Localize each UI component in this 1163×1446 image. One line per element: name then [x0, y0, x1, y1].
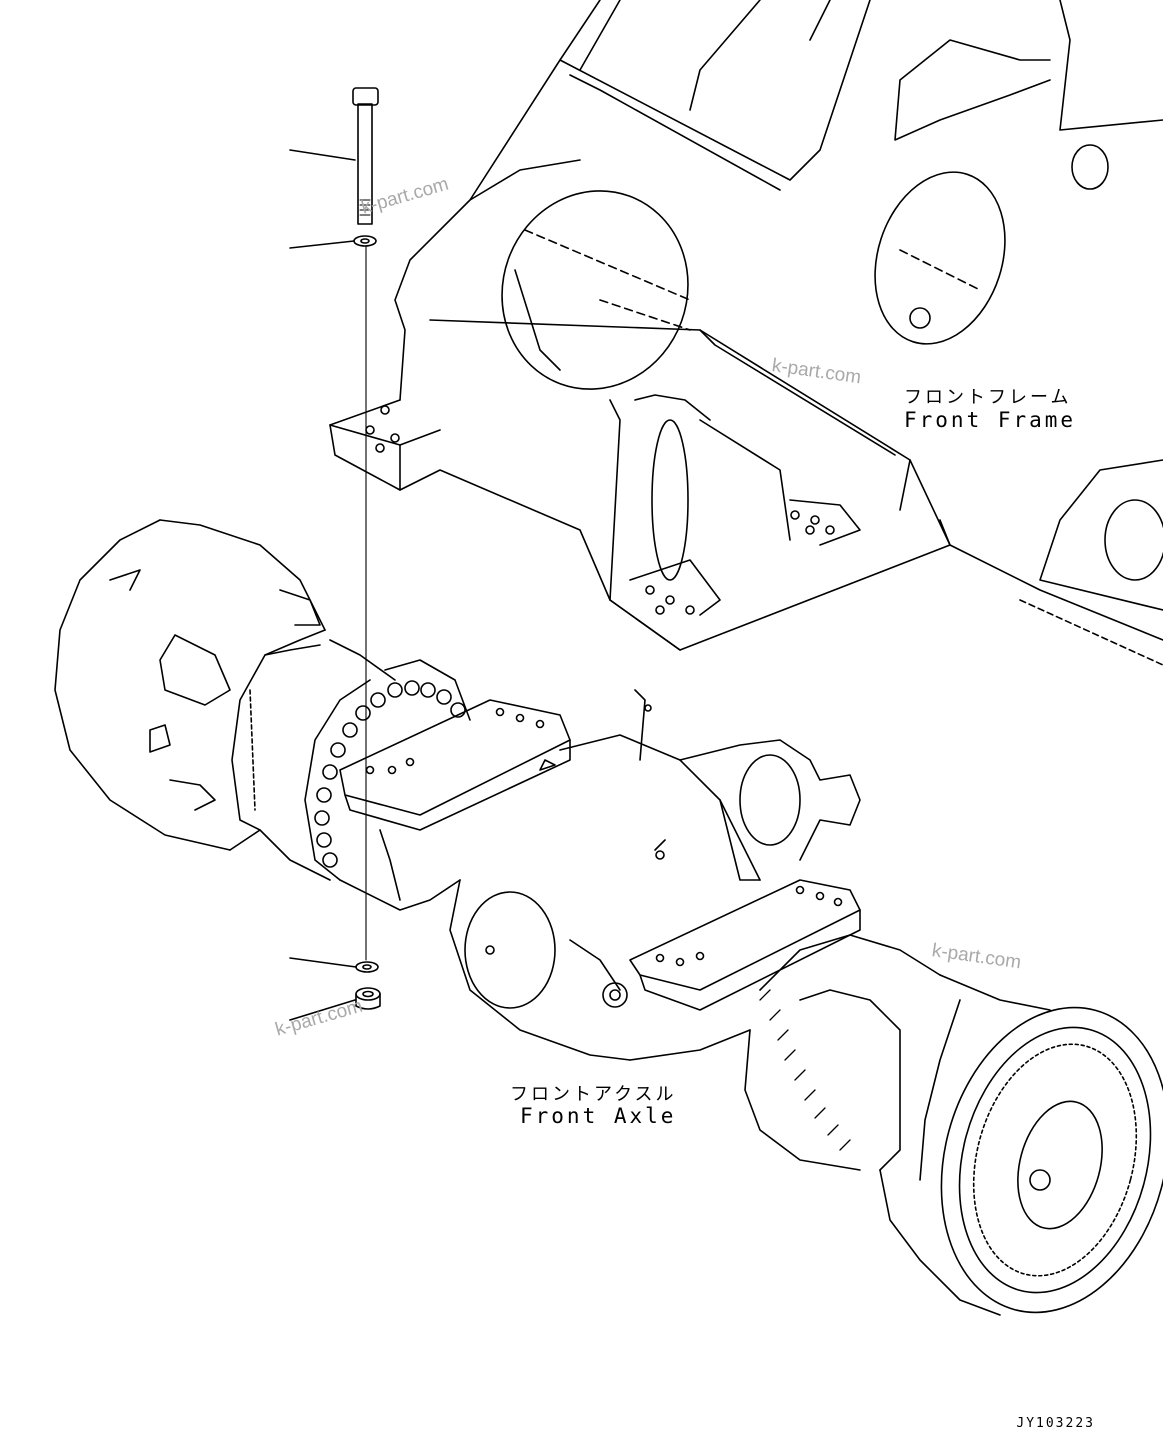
bolt-assembly	[352, 87, 381, 1010]
front-axle-label-en: Front Axle	[520, 1104, 677, 1128]
drawing-id: JY103223	[1016, 1416, 1095, 1431]
leader-lines	[289, 149, 357, 1021]
bolt-ring-left	[314, 680, 466, 868]
front-axle-label-jp: フロントアクスル	[510, 1084, 677, 1105]
front-frame-drawing	[329, 0, 1163, 666]
front-frame-label-en: Front Frame	[904, 408, 1077, 432]
bolt-ring-right	[759, 989, 851, 1151]
front-frame-label-jp: フロントフレーム	[904, 387, 1072, 408]
front-axle-drawing	[54, 519, 1163, 1316]
